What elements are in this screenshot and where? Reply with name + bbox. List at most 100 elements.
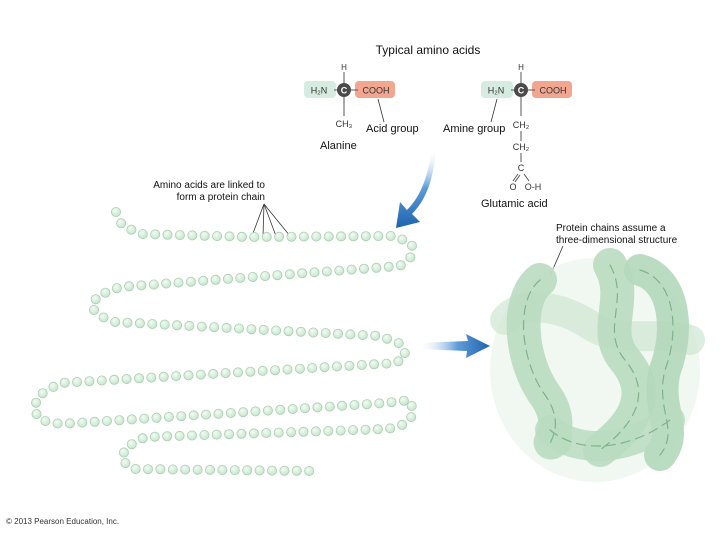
amino-acid-bead bbox=[246, 324, 257, 335]
protein-helix-2 bbox=[599, 264, 640, 451]
amino-acid-bead bbox=[273, 427, 284, 438]
amino-acid-bead bbox=[176, 411, 187, 422]
amino-acid-bead bbox=[192, 464, 203, 475]
amino-acid-bead bbox=[72, 376, 83, 387]
amino-acid-bead bbox=[142, 464, 153, 475]
amino-acid-bead bbox=[405, 252, 416, 263]
alanine-h: H bbox=[341, 63, 347, 72]
amino-acid-bead bbox=[150, 229, 161, 240]
amino-acid-bead bbox=[120, 458, 131, 469]
amino-acid-bead bbox=[31, 409, 42, 420]
amino-acid-bead bbox=[336, 231, 347, 242]
amino-acid-bead bbox=[397, 234, 408, 245]
amino-acid-bead bbox=[173, 277, 184, 288]
glutamic-ch2-a: CH₂ bbox=[513, 120, 530, 130]
amino-acid-bead bbox=[399, 348, 410, 359]
amino-acid-bead bbox=[298, 426, 309, 437]
amino-acid-bead bbox=[121, 373, 132, 384]
chain-leader-2 bbox=[262, 203, 265, 237]
amino-acid-bead bbox=[109, 374, 120, 385]
amino-acid-bead bbox=[345, 329, 356, 340]
amino-acid-bead bbox=[283, 326, 294, 337]
amino-acid-bead bbox=[209, 322, 220, 333]
protein-helix-4 bbox=[549, 419, 671, 447]
chain-leader-1 bbox=[251, 203, 265, 237]
amino-acid-bead bbox=[337, 400, 348, 411]
amino-acid-bead bbox=[332, 328, 343, 339]
amino-acid-bead bbox=[291, 465, 302, 476]
amino-acid-bead bbox=[344, 360, 355, 371]
acid-group-leader bbox=[377, 98, 385, 123]
glutamic-bond-oh bbox=[523, 173, 530, 182]
amino-acid-bead bbox=[162, 229, 173, 240]
glutamic-amine-highlight bbox=[481, 81, 513, 98]
amino-acid-bead bbox=[235, 272, 246, 283]
amino-acid-bead bbox=[321, 266, 332, 277]
amino-acid-bead bbox=[210, 274, 221, 285]
leader-lines bbox=[251, 98, 564, 277]
amino-acid-bead bbox=[222, 273, 233, 284]
amino-acid-bead bbox=[84, 376, 95, 387]
protein-helix-1 bbox=[523, 279, 556, 444]
amino-acid-bead bbox=[52, 418, 63, 429]
amino-acid-bead bbox=[297, 268, 308, 279]
amino-acid-bead bbox=[137, 433, 148, 444]
amino-acid-bead bbox=[393, 356, 404, 367]
amino-acid-bead bbox=[48, 381, 59, 392]
amino-acid-bead bbox=[385, 423, 396, 434]
amino-acid-bead bbox=[126, 414, 137, 425]
straight-arrow bbox=[418, 334, 490, 358]
acid-group-label: Acid group bbox=[366, 123, 419, 135]
amino-acid-bead bbox=[310, 426, 321, 437]
amino-acid-bead bbox=[348, 231, 359, 242]
amino-acid-bead bbox=[130, 463, 141, 474]
amino-acid-bead bbox=[200, 409, 211, 420]
amino-acid-bead bbox=[133, 373, 144, 384]
amino-acid-bead bbox=[257, 365, 268, 376]
amino-acid-bead bbox=[229, 465, 240, 476]
amino-acid-bead bbox=[386, 397, 397, 408]
protein-3d-structure bbox=[490, 248, 705, 482]
amino-acid-bead bbox=[212, 231, 223, 242]
amino-acid-bead bbox=[114, 415, 125, 426]
amino-acid-bead bbox=[242, 465, 253, 476]
amino-acid-bead bbox=[196, 321, 207, 332]
amino-acid-bead bbox=[213, 408, 224, 419]
amino-acid-bead bbox=[137, 229, 148, 240]
alanine-amine-highlight bbox=[304, 81, 336, 98]
amino-acid-bead bbox=[126, 439, 137, 450]
amino-acid-bead bbox=[158, 371, 169, 382]
amino-acid-bead bbox=[146, 372, 157, 383]
amino-acid-bead bbox=[308, 327, 319, 338]
amino-acid-bead bbox=[208, 368, 219, 379]
glutamic-bond-o-double bbox=[514, 174, 521, 183]
amino-acid-bead bbox=[373, 231, 384, 242]
amino-acid-bead bbox=[272, 270, 283, 281]
glutamic-c: C bbox=[518, 163, 525, 173]
amino-acid-bead bbox=[225, 407, 236, 418]
amino-acid-bead bbox=[124, 281, 135, 292]
glutamic-bond-o bbox=[512, 173, 519, 182]
chain-label-line1: Amino acids are linked to bbox=[153, 180, 265, 191]
amino-acid-bead bbox=[294, 363, 305, 374]
protein-label-line2: three-dimensional structure bbox=[556, 235, 678, 246]
chain-leader-4 bbox=[263, 203, 291, 237]
amino-acid-bead bbox=[155, 464, 166, 475]
amino-acid-bead bbox=[184, 320, 195, 331]
amino-acid-bead bbox=[393, 338, 404, 349]
amino-acid-bead bbox=[126, 224, 137, 235]
amino-acid-bead bbox=[211, 429, 222, 440]
amino-acid-bead bbox=[162, 431, 173, 442]
amino-acid-bead bbox=[348, 425, 359, 436]
amino-acid-bead bbox=[360, 231, 371, 242]
glutamic-acid-name: Glutamic acid bbox=[481, 198, 548, 210]
straight-arrow-shape bbox=[418, 334, 490, 358]
amino-acid-bead bbox=[89, 304, 100, 315]
amino-acid-bead bbox=[398, 395, 409, 406]
amino-acid-bead bbox=[312, 402, 323, 413]
amino-acid-bead bbox=[147, 318, 158, 329]
amino-acid-bead bbox=[307, 362, 318, 373]
alanine-amine: H₂N bbox=[311, 86, 328, 96]
alanine-side-chain: CH₃ bbox=[336, 119, 353, 129]
amino-acid-bead bbox=[286, 231, 297, 242]
